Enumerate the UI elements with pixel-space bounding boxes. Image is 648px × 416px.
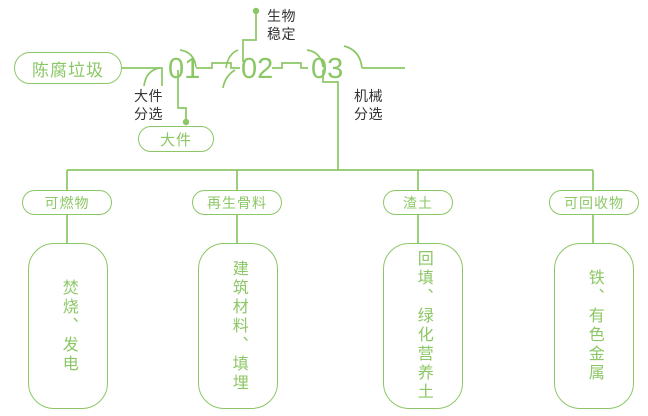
stage-label-bulky-sorting: 大件 分选 xyxy=(134,88,163,122)
node-category-slag-soil[interactable]: 渣土 xyxy=(383,190,453,215)
node-destination-slag-soil[interactable]: 回填、绿化营养土 xyxy=(383,243,463,409)
arc-stage2-top xyxy=(225,49,239,69)
arc-stage1-bottom xyxy=(143,67,161,87)
wire-stage2-anno xyxy=(242,12,257,62)
node-category-recyclables[interactable]: 可回收物 xyxy=(549,190,639,215)
wire-stage1-output xyxy=(177,70,187,122)
node-root-waste[interactable]: 陈腐垃圾 xyxy=(14,52,122,84)
stage-label-mechanical-sorting: 机械 分选 xyxy=(354,88,383,122)
node-destination-recycled-aggregate[interactable]: 建筑材料、填埋 xyxy=(198,243,278,409)
node-destination-combustible[interactable]: 焚烧、发电 xyxy=(28,243,108,409)
destination-text-recycled-aggregate: 建筑材料、填埋 xyxy=(229,259,247,393)
stage-label-biological-stabilization: 生物 稳定 xyxy=(267,8,296,42)
arc-stage1-top xyxy=(179,49,197,68)
node-dot-bulky xyxy=(182,118,190,126)
node-category-recycled-aggregate[interactable]: 再生骨料 xyxy=(192,190,282,215)
arc-stage3-top-right xyxy=(343,45,363,69)
node-output-bulky[interactable]: 大件 xyxy=(138,126,214,152)
stage-number-01[interactable]: 01 xyxy=(168,53,201,85)
stage-number-02[interactable]: 02 xyxy=(241,53,274,85)
wire-stage1-to-stage2 xyxy=(196,62,240,69)
node-category-combustible[interactable]: 可燃物 xyxy=(22,190,112,215)
wire-stage3-to-trunk xyxy=(322,70,339,170)
node-dot-bio xyxy=(252,7,260,15)
arc-stage3-top-left xyxy=(306,49,324,68)
wire-stage2-to-stage3 xyxy=(272,62,308,69)
wire-root-to-stage1 xyxy=(122,67,163,86)
destination-text-slag-soil: 回填、绿化营养土 xyxy=(414,250,432,402)
arc-stage2-bottom xyxy=(222,69,236,89)
stage-number-03[interactable]: 03 xyxy=(311,53,344,85)
node-destination-recyclables[interactable]: 铁、有色金属 xyxy=(554,243,634,409)
destination-text-recyclables: 铁、有色金属 xyxy=(585,269,603,383)
destination-text-combustible: 焚烧、发电 xyxy=(59,278,77,374)
